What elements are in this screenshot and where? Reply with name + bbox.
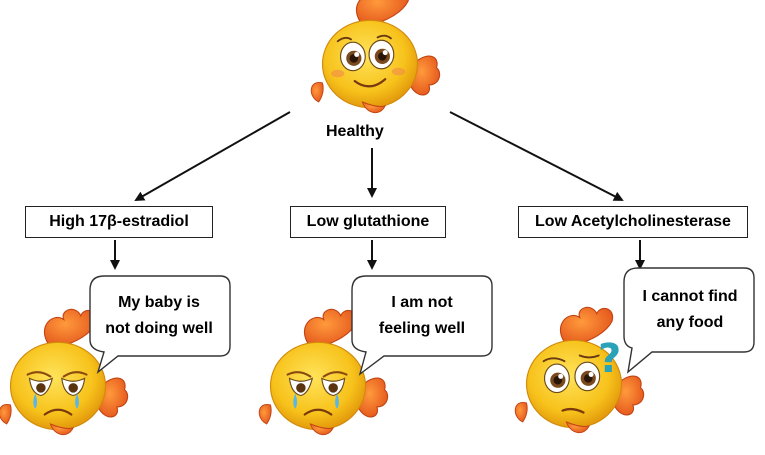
tear-icon	[33, 393, 38, 409]
crying-fish-icon	[258, 308, 389, 436]
speech-text-acetylcholinesterase: I cannot find any food	[628, 270, 752, 350]
arrow-root-to-estradiol	[134, 111, 291, 201]
arrow-connectors	[110, 111, 645, 270]
root-label-healthy: Healthy	[326, 123, 384, 140]
speech-line: My baby is	[118, 294, 200, 311]
speech-bubble-estradiol	[89, 275, 231, 374]
branch-box-estradiol: High 17β-estradiol	[25, 206, 213, 238]
speech-bubble-acetylcholinesterase	[623, 267, 755, 374]
confused-fish-icon	[514, 306, 645, 434]
speech-text-glutathione: I am not feeling well	[356, 278, 488, 354]
speech-line: not doing well	[105, 320, 213, 337]
question-mark-icon: ?	[598, 336, 621, 382]
crying-fish-icon	[0, 308, 129, 436]
tear-icon	[75, 393, 79, 409]
speech-line: any food	[656, 314, 724, 331]
branch-box-acetylcholinesterase: Low Acetylcholinesterase	[518, 206, 748, 238]
speech-line: I cannot find	[642, 288, 738, 305]
speech-line: feeling well	[378, 320, 466, 337]
happy-fish-icon	[310, 0, 441, 114]
tear-icon	[293, 393, 298, 409]
speech-text-estradiol: My baby is not doing well	[92, 278, 226, 354]
fish-illustrations: ?	[0, 0, 645, 436]
speech-bubbles	[89, 267, 755, 376]
branch-box-glutathione: Low glutathione	[290, 206, 446, 238]
speech-bubble-glutathione	[351, 275, 493, 376]
speech-line: I am not	[391, 294, 453, 311]
tear-icon	[335, 393, 339, 409]
arrow-root-to-acetylcholinesterase	[449, 111, 624, 201]
